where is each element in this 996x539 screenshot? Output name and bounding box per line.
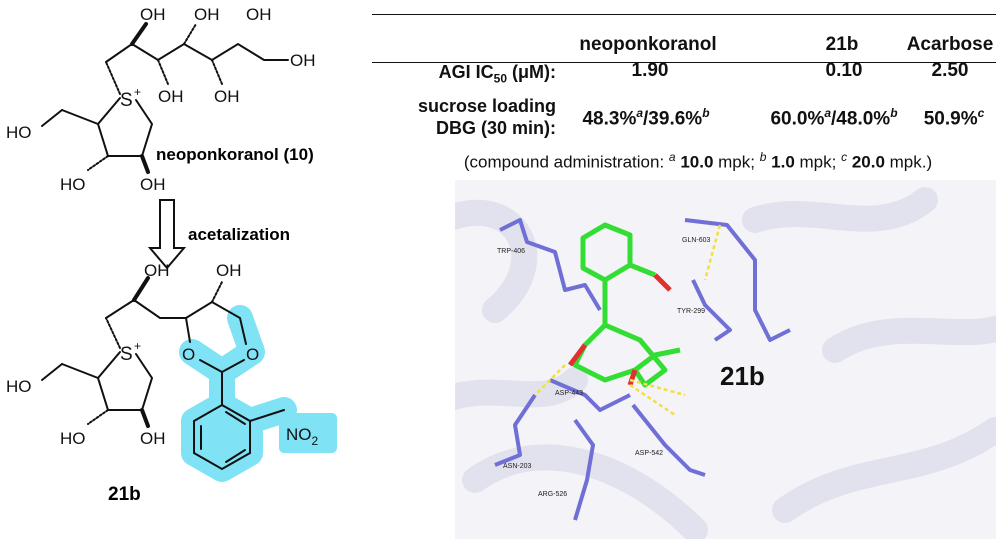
- residue-label: ASP-443: [555, 390, 583, 397]
- atom-label: HO: [6, 377, 32, 396]
- residue-label: ASP-542: [635, 450, 663, 457]
- dbg-neoponkoranol: 48.3%a/39.6%b: [582, 106, 710, 130]
- header-neoponkoranol: neoponkoranol: [579, 34, 717, 55]
- ligand-sticks: [572, 222, 681, 388]
- residue-label: GLN-603: [682, 237, 711, 244]
- neoponkoranol-structure: [41, 22, 289, 174]
- table-header-rule: [372, 62, 996, 63]
- atom-label: OH: [140, 175, 166, 194]
- header-21b: 21b: [825, 34, 859, 55]
- hydrogen-bonds: [534, 224, 722, 417]
- atom-label: OH: [140, 429, 166, 448]
- atom-label: +: [134, 85, 141, 99]
- agi-acarbose: 2.50: [931, 60, 969, 81]
- table-top-rule: [372, 14, 996, 15]
- atom-label: OH: [290, 51, 316, 70]
- atom-label: S: [120, 344, 133, 365]
- agi-21b: 0.10: [825, 60, 863, 81]
- residue-label: ASN-203: [503, 463, 532, 470]
- dbg-21b: 60.0%a/48.0%b: [770, 106, 898, 130]
- row-label-agi: AGI IC50 (μM):: [438, 62, 556, 86]
- atom-label: S: [120, 90, 133, 111]
- docking-image: TRP-406 GLN-603 TYR-299 ASP-443 ASP-542 …: [455, 180, 996, 539]
- residue-sticks: [494, 218, 791, 521]
- atom-label: NO2: [286, 425, 319, 448]
- agi-neoponkoranol: 1.90: [631, 60, 669, 81]
- footnote: (compound administration: a 10.0 mpk; b …: [463, 150, 933, 172]
- atom-label: OH: [216, 261, 242, 280]
- atom-label: OH: [246, 5, 272, 24]
- reaction-label: acetalization: [188, 225, 290, 244]
- compound-name: neoponkoranol (10): [156, 145, 314, 164]
- header-acarbose: Acarbose: [906, 34, 994, 55]
- atom-label: O: [246, 345, 259, 364]
- atom-label: HO: [6, 123, 32, 142]
- compound-name: 21b: [108, 484, 141, 505]
- atom-label: OH: [140, 5, 166, 24]
- compound-21b-structure: [41, 276, 285, 471]
- atom-label: OH: [214, 87, 240, 106]
- reaction-arrow-icon: [147, 199, 187, 270]
- residue-label: ARG-526: [538, 491, 567, 498]
- residue-label: TYR-299: [677, 308, 705, 315]
- atom-label: HO: [60, 175, 86, 194]
- atom-label: HO: [60, 429, 86, 448]
- atom-label: +: [134, 339, 141, 353]
- dbg-acarbose: 50.9%c: [923, 106, 985, 130]
- oxygen-atoms: [568, 273, 672, 386]
- atom-label: OH: [194, 5, 220, 24]
- atom-label: O: [182, 345, 195, 364]
- ligand-label: 21b: [720, 361, 765, 391]
- chemical-scheme: OH OH OH OH OH OH S + HO HO OH neoponkor…: [6, 5, 337, 505]
- atom-label: OH: [144, 261, 170, 280]
- residue-label: TRP-406: [497, 248, 525, 255]
- atom-label: OH: [158, 87, 184, 106]
